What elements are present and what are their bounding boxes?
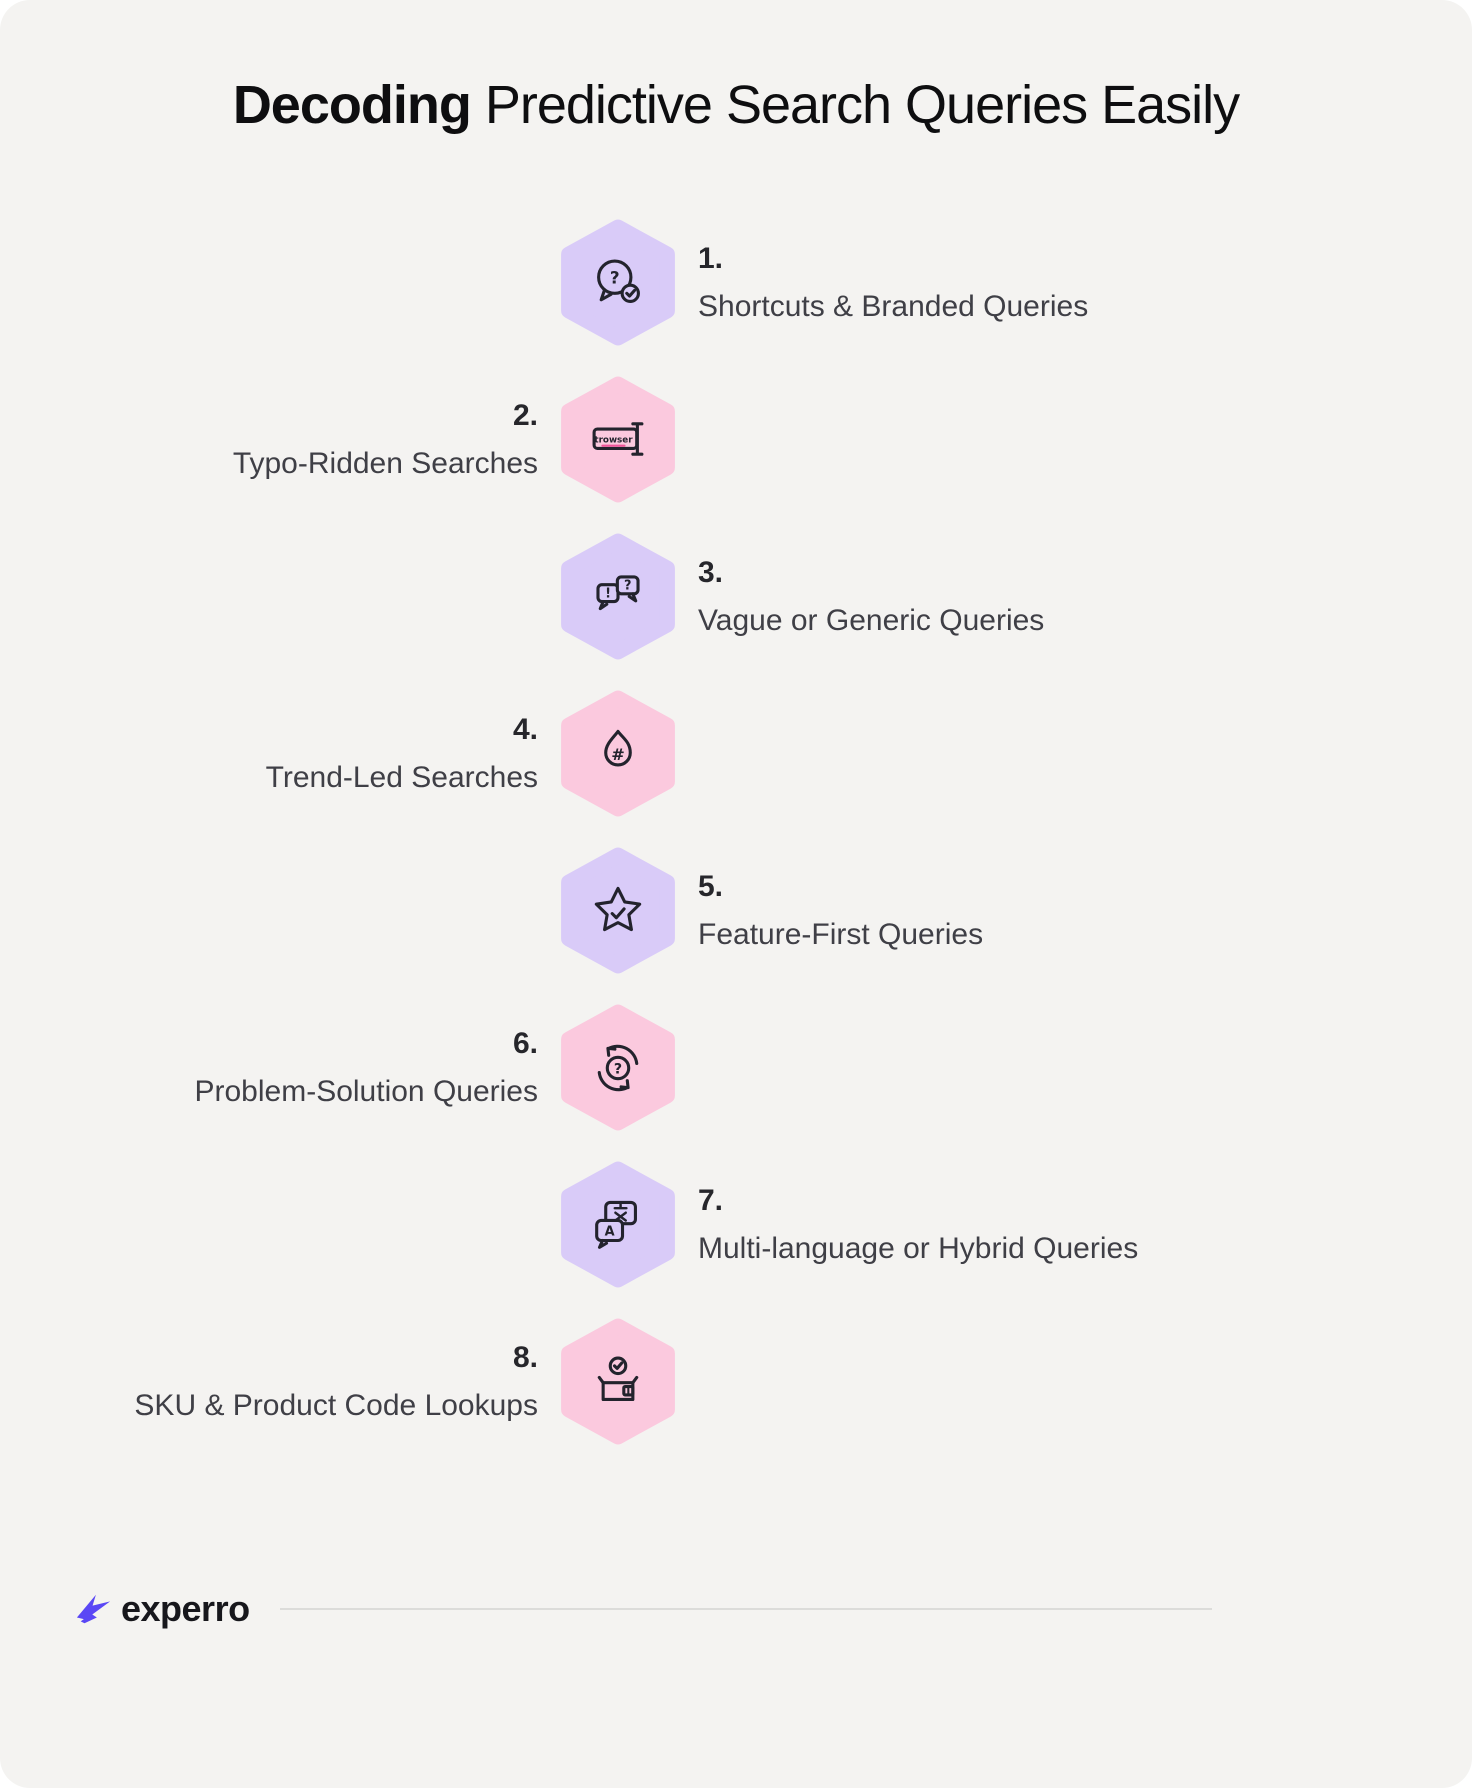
footer: experro — [75, 1588, 1397, 1630]
step-row-3: ! ? 3. Vague or Generic Queries — [0, 518, 1472, 675]
step-5-hexagon — [558, 832, 678, 989]
question-glyph: ? — [610, 267, 620, 287]
step-row-6: 6. Problem-Solution Queries ? — [0, 989, 1472, 1146]
step-8-hexagon — [558, 1303, 678, 1460]
step-3-text: 3. Vague or Generic Queries — [698, 555, 1412, 639]
step-2-hexagon: trowser — [558, 361, 678, 518]
step-label: Trend-Led Searches — [265, 760, 538, 794]
latin-glyph: A — [605, 1224, 615, 1239]
chat-bubbles-exclamation-question-icon: ! ? — [596, 575, 640, 610]
speech-bubble-question-check-icon: ? — [597, 259, 640, 303]
step-row-8: 8. SKU & Product Code Lookups — [0, 1303, 1472, 1460]
typo-word: trowser — [594, 435, 633, 445]
step-label: Feature-First Queries — [698, 917, 984, 951]
package-check-icon — [597, 1356, 639, 1401]
step-1-hexagon: ? — [558, 204, 678, 361]
step-number: 4. — [512, 712, 538, 746]
step-label: Typo-Ridden Searches — [232, 446, 538, 480]
page-title: Decoding Predictive Search Queries Easil… — [0, 74, 1472, 136]
step-label: Vague or Generic Queries — [698, 603, 1045, 637]
step-number: 2. — [512, 398, 538, 432]
step-label: Shortcuts & Branded Queries — [698, 289, 1089, 323]
step-4-hexagon: # — [558, 675, 678, 832]
steps-list: ? 1. Shortcuts & Branded Queries 2. Typo… — [0, 204, 1472, 1460]
step-2-text: 2. Typo-Ridden Searches — [60, 398, 538, 482]
hexagon-shape-purple — [561, 847, 675, 974]
step-3-hexagon: ! ? — [558, 518, 678, 675]
step-label: Multi-language or Hybrid Queries — [698, 1231, 1139, 1265]
refresh-question-icon: ? — [597, 1044, 639, 1091]
step-row-7: A 7. Multi-language or Hybrid Queries — [0, 1146, 1472, 1303]
flame-hashtag-icon: # — [604, 729, 632, 767]
experro-logo: experro — [75, 1588, 250, 1630]
question-glyph: ? — [614, 1061, 622, 1077]
title-regular: Predictive Search Queries Easily — [484, 75, 1240, 135]
footer-divider — [279, 1608, 1212, 1610]
question-glyph: ? — [624, 578, 632, 593]
step-6-text: 6. Problem-Solution Queries — [60, 1026, 539, 1110]
step-7-hexagon: A — [558, 1146, 678, 1303]
hexagon-shape-pink — [561, 376, 675, 503]
exclamation-glyph: ! — [605, 586, 611, 601]
step-row-4: 4. Trend-Led Searches # — [0, 675, 1472, 832]
step-row-2: 2. Typo-Ridden Searches trowser — [0, 361, 1472, 518]
step-row-1: ? 1. Shortcuts & Branded Queries — [0, 204, 1472, 361]
hexagon-shape-pink — [561, 1004, 675, 1131]
star-check-icon — [594, 886, 642, 931]
step-number: 8. — [512, 1340, 538, 1374]
step-number: 6. — [512, 1026, 538, 1060]
step-label: Problem-Solution Queries — [194, 1074, 539, 1108]
step-number: 1. — [698, 241, 724, 275]
translate-chat-icon: A — [595, 1200, 637, 1249]
hexagon-shape-purple — [561, 219, 675, 346]
brand-name: experro — [121, 1588, 250, 1629]
title-bold: Decoding — [232, 75, 472, 135]
hexagon-shape-pink — [561, 690, 675, 817]
step-6-hexagon: ? — [558, 989, 678, 1146]
step-row-5: 5. Feature-First Queries — [0, 832, 1472, 989]
step-1-text: 1. Shortcuts & Branded Queries — [698, 241, 1412, 325]
hashtag-glyph: # — [611, 745, 625, 764]
step-4-text: 4. Trend-Led Searches — [60, 712, 538, 796]
step-5-text: 5. Feature-First Queries — [698, 869, 1412, 953]
step-8-text: 8. SKU & Product Code Lookups — [60, 1340, 538, 1424]
step-number: 5. — [698, 869, 724, 903]
browser-typo-icon: trowser — [592, 421, 644, 456]
experro-bird-icon — [76, 1594, 111, 1624]
step-7-text: 7. Multi-language or Hybrid Queries — [698, 1183, 1412, 1267]
step-number: 3. — [698, 555, 724, 589]
step-number: 7. — [698, 1183, 724, 1217]
step-label: SKU & Product Code Lookups — [134, 1388, 538, 1422]
